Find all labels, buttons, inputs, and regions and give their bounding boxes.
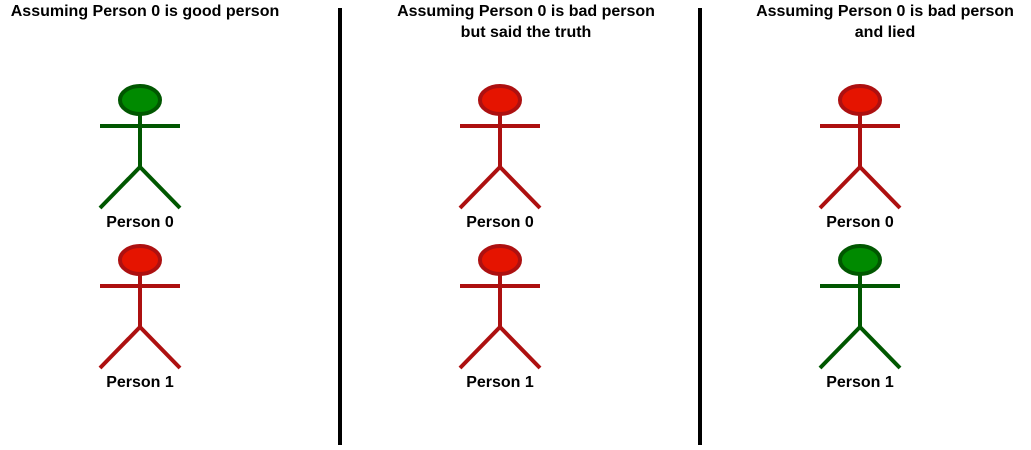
panel-title: Assuming Person 0 is good person — [10, 3, 280, 20]
head — [838, 84, 882, 116]
person-label: Person 0 — [826, 214, 894, 231]
stick-figure-person-0 — [98, 84, 182, 210]
head — [838, 244, 882, 276]
right-leg — [858, 165, 902, 210]
left-leg — [458, 325, 502, 370]
head — [478, 244, 522, 276]
right-leg — [858, 325, 902, 370]
stick-figure-person-1 — [458, 244, 542, 370]
left-leg — [98, 165, 142, 210]
right-leg — [138, 325, 182, 370]
left-leg — [818, 165, 862, 210]
left-leg — [818, 325, 862, 370]
person-label: Person 0 — [106, 214, 174, 231]
stick-figure-person-1 — [98, 244, 182, 370]
right-leg — [498, 165, 542, 210]
divider-line — [698, 8, 702, 445]
person-label: Person 1 — [106, 374, 174, 391]
left-leg — [98, 325, 142, 370]
stick-figure-person-1 — [818, 244, 902, 370]
person-label: Person 1 — [826, 374, 894, 391]
head — [118, 84, 162, 116]
panel-title: Assuming Person 0 is bad person but said… — [397, 3, 655, 41]
person-label: Person 0 — [466, 214, 534, 231]
stick-figure-person-0 — [818, 84, 902, 210]
right-leg — [498, 325, 542, 370]
person-label: Person 1 — [466, 374, 534, 391]
stick-figure-person-0 — [458, 84, 542, 210]
head — [118, 244, 162, 276]
panel-title: Assuming Person 0 is bad person and lied — [756, 3, 1014, 41]
right-leg — [138, 165, 182, 210]
left-leg — [458, 165, 502, 210]
divider-line — [338, 8, 342, 445]
head — [478, 84, 522, 116]
